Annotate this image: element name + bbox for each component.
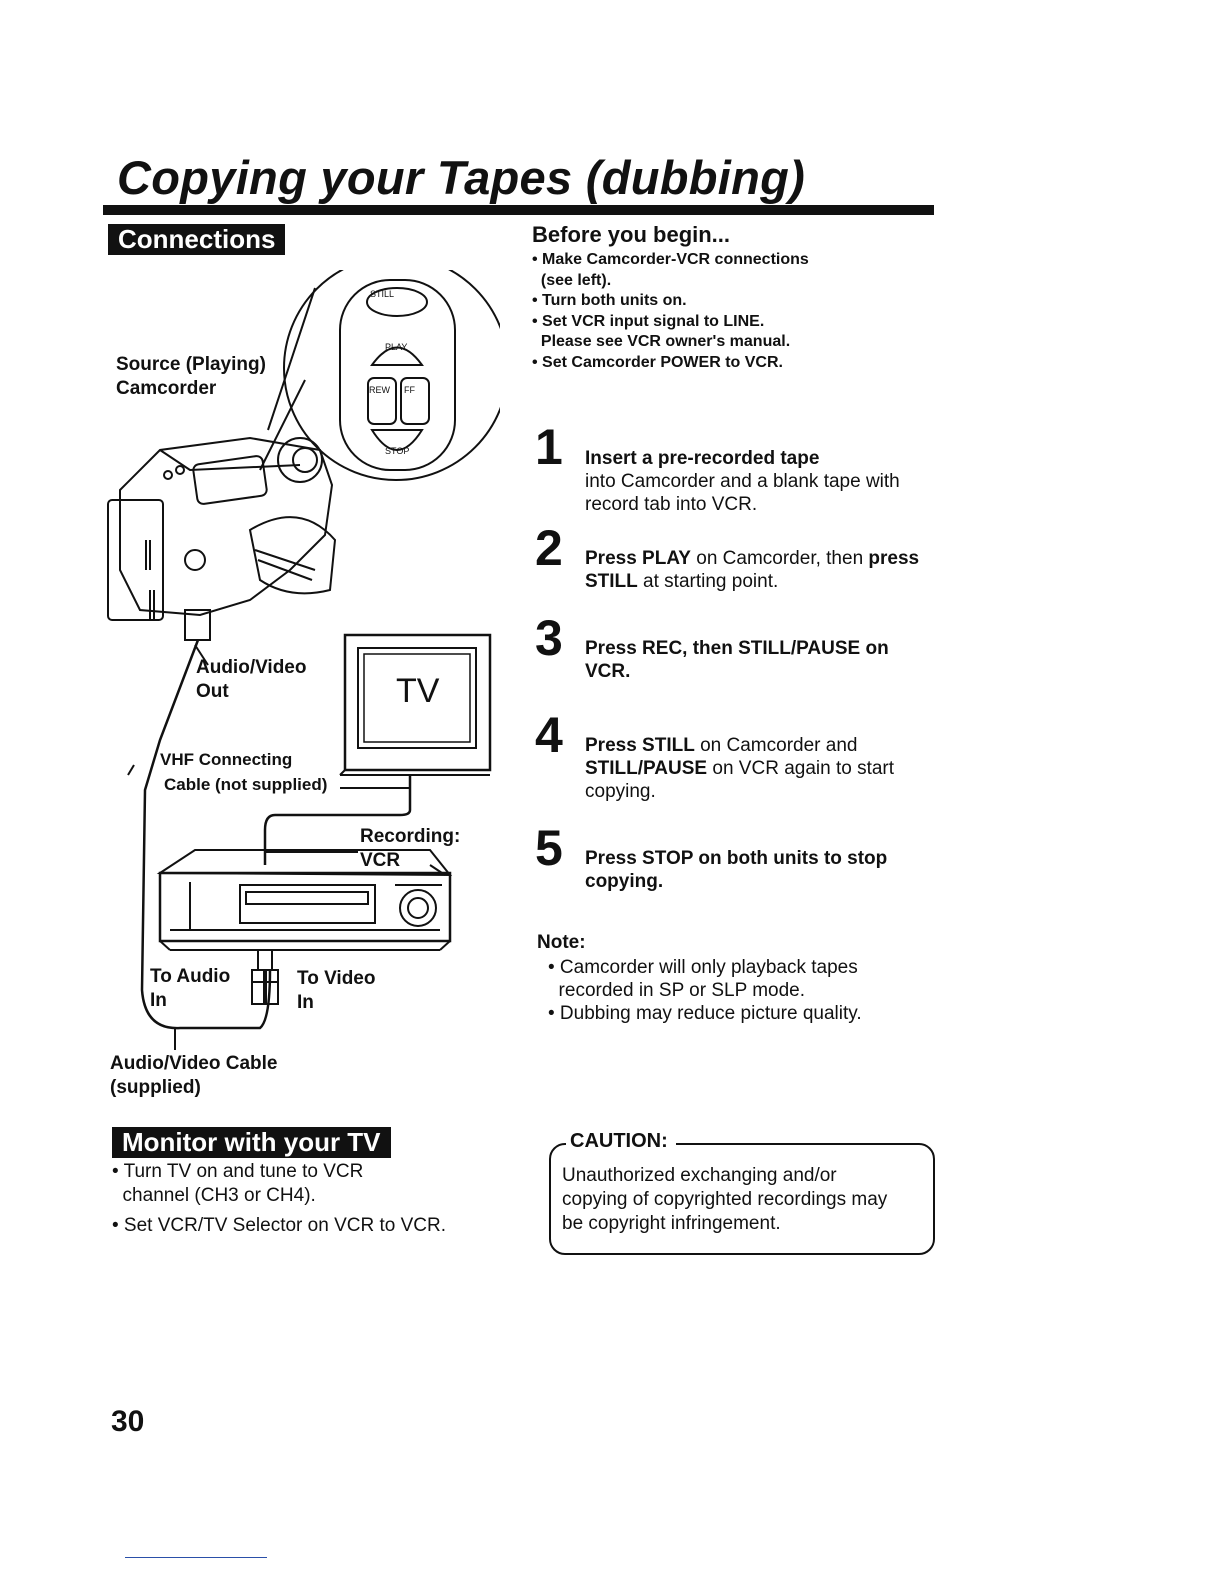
ff-button-icon: [400, 377, 430, 425]
connections-heading: Connections: [108, 224, 286, 255]
monitor-list: • Turn TV on and tune to VCR channel (CH…: [112, 1160, 446, 1244]
step-rest: on Camcorder and: [694, 735, 858, 756]
vhf-cable-label: VHF Connecting: [160, 750, 293, 769]
step-bold: press STILL: [585, 548, 920, 592]
list-item: • Turn both units on.: [532, 292, 687, 309]
step-rest: into Camcorder and a blank tape with rec…: [585, 471, 900, 515]
list-item: • Dubbing may reduce picture quality.: [548, 1003, 862, 1024]
step-text: Press STOP on both units to stop copying…: [585, 847, 925, 893]
still-button-icon: [366, 287, 428, 317]
still-button-label: STILL: [370, 289, 395, 299]
step-bold: STILL/PAUSE: [585, 758, 708, 779]
list-item: • Set Camcorder POWER to VCR.: [532, 353, 783, 371]
step-rest: on VCR again to start copying.: [585, 758, 895, 802]
av-cable-label: Audio/Video Cable: [110, 1053, 278, 1074]
step-bold: Press PLAY: [585, 548, 691, 569]
ff-button-label: FF: [404, 385, 415, 395]
av-cable-label-line2: (supplied): [110, 1077, 201, 1098]
to-audio-in-label: To Audio: [150, 966, 231, 987]
av-out-label: Audio/Video: [196, 657, 307, 678]
tv-label: TV: [396, 672, 440, 710]
page-title: Copying your Tapes (dubbing): [117, 151, 806, 204]
monitor-heading: Monitor with your TV: [112, 1127, 391, 1158]
stop-button-label: STOP: [385, 446, 410, 456]
step-text: Press REC, then STILL/PAUSE on VCR.: [585, 637, 930, 683]
step-number: 5: [535, 820, 563, 876]
to-audio-in-label-line2: In: [150, 990, 167, 1011]
button-panel-circle: [283, 270, 500, 481]
recording-vcr-label-line2: VCR: [360, 850, 401, 871]
rew-button-icon: [367, 377, 397, 425]
bottom-divider: [125, 1557, 267, 1558]
note-list: • Camcorder will only playback tapes rec…: [548, 956, 862, 1025]
to-video-in-label: To Video: [297, 968, 376, 989]
to-video-in-label-line2: In: [297, 992, 314, 1013]
camcorder-icon: [107, 436, 337, 641]
list-item: recorded in SP or SLP mode.: [548, 980, 806, 1001]
vhf-cable-label-line2: Cable (not supplied): [164, 775, 328, 794]
source-label-line2: Camcorder: [116, 378, 217, 399]
step-bold: Insert a pre-recorded tape: [585, 448, 820, 469]
step-text: Press STILL on Camcorder and STILL/PAUSE…: [585, 734, 935, 803]
list-item: • Set VCR input signal to LINE.: [532, 312, 765, 330]
page-number: 30: [111, 1405, 145, 1438]
step-bold: Press STILL: [585, 735, 695, 756]
step-number: 2: [535, 520, 563, 576]
step-number: 4: [535, 707, 563, 763]
vcr-icon: [156, 849, 453, 951]
step-number: 3: [535, 610, 563, 666]
play-button-label: PLAY: [385, 342, 408, 352]
tv-icon: [339, 633, 492, 776]
step-rest: on Camcorder, then: [690, 548, 869, 569]
list-item: (see left).: [532, 271, 612, 289]
before-you-begin-heading: Before you begin...: [532, 222, 731, 247]
step-bold: Press STOP on both units to stop copying…: [585, 848, 888, 892]
play-button-icon: [370, 346, 424, 366]
caution-box: [549, 1143, 935, 1255]
list-item: • Make Camcorder-VCR connections: [532, 251, 809, 268]
rew-button-label: REW: [369, 385, 390, 395]
step-text: Insert a pre-recorded tape into Camcorde…: [585, 447, 935, 516]
connection-diagram: [107, 270, 500, 1050]
recording-vcr-label: Recording:: [360, 826, 461, 847]
av-out-label-line2: Out: [196, 681, 229, 702]
av-plugs-icon: [251, 950, 279, 1005]
step-rest: at starting point.: [637, 571, 779, 592]
list-item: • Turn TV on and tune to VCR channel (CH…: [112, 1161, 364, 1206]
note-heading: Note:: [537, 932, 586, 953]
stop-button-icon: [370, 429, 424, 451]
list-item: • Camcorder will only playback tapes: [548, 957, 858, 978]
step-text: Press PLAY on Camcorder, then press STIL…: [585, 547, 935, 593]
step-bold: Press REC, then STILL/PAUSE on VCR.: [585, 638, 889, 682]
caution-text: Unauthorized exchanging and/or copying o…: [562, 1165, 888, 1234]
list-item: • Set VCR/TV Selector on VCR to VCR.: [112, 1215, 446, 1236]
before-you-begin-list: • Make Camcorder-VCR connections (see le…: [532, 250, 809, 373]
step-number: 1: [535, 419, 563, 475]
caution-title: CAUTION:: [566, 1130, 676, 1153]
list-item: Please see VCR owner's manual.: [532, 333, 791, 350]
source-label: Source (Playing): [116, 354, 266, 375]
title-rule: [103, 205, 934, 215]
